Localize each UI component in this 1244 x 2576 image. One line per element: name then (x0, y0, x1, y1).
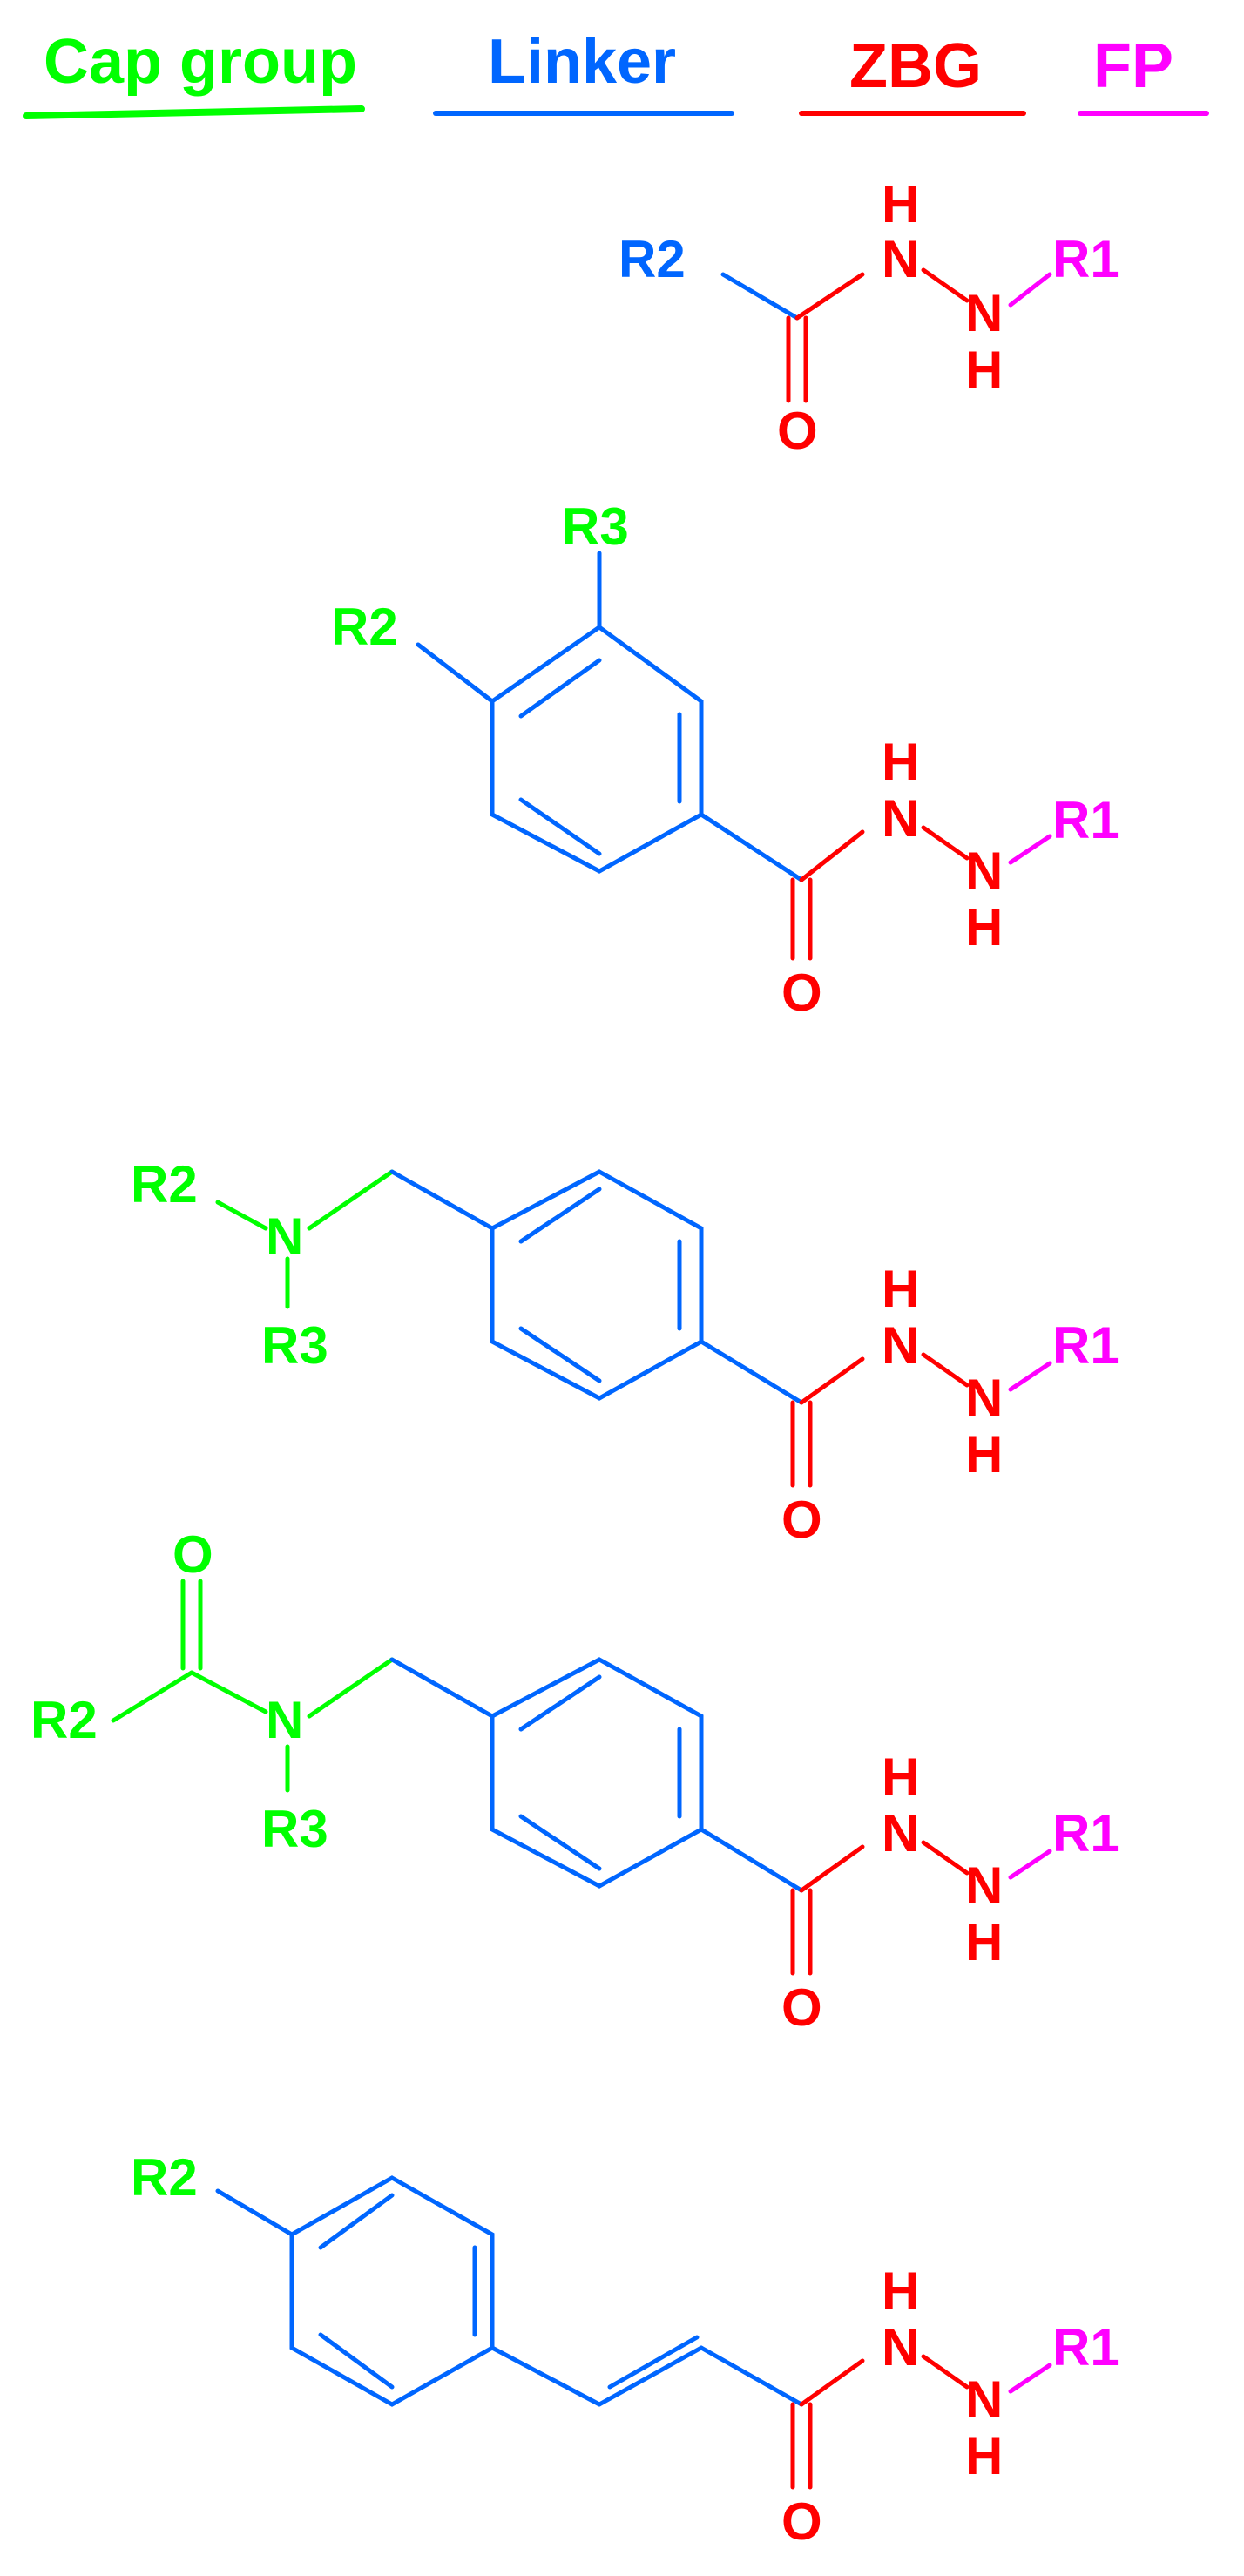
legend: Cap group Linker ZBG FP (23, 27, 1209, 119)
s4-r3-label: R3 (261, 1800, 328, 1858)
structure-3: R2 N R3 O H N N H R1 (131, 1155, 1119, 1549)
structure-1: R2 O H N N H R1 (619, 175, 1119, 460)
structure-5: R2 O H N N H R1 (131, 2148, 1119, 2551)
s2-o-label: O (781, 963, 822, 1022)
s2-h2-label: H (965, 898, 1003, 957)
structure-4: O R2 N R3 O H N N H R1 (30, 1525, 1119, 2037)
s5-r2-label: R2 (131, 2148, 198, 2207)
s4-h2-label: H (965, 1913, 1003, 1971)
legend-fp-label: FP (1093, 31, 1173, 101)
legend-linker-label: Linker (488, 27, 676, 97)
s3-n2-label: N (965, 1369, 1003, 1427)
s5-o-label: O (781, 2492, 822, 2551)
s1-r1-label: R1 (1052, 230, 1119, 288)
s4-n2-label: N (965, 1856, 1003, 1915)
s3-n-label: N (266, 1207, 303, 1266)
s5-h1-label: H (882, 2262, 919, 2320)
s1-n1-label: N (882, 230, 919, 288)
s5-n1-label: N (882, 2318, 919, 2377)
s2-n1-label: N (882, 789, 919, 848)
s3-r2-label: R2 (131, 1155, 198, 1214)
structure-2: R3 R2 O H N N H R1 (331, 497, 1119, 1022)
s4-n-label: N (266, 1691, 303, 1749)
s2-r3-label: R3 (562, 497, 629, 556)
s4-h1-label: H (882, 1748, 919, 1806)
s3-h1-label: H (882, 1260, 919, 1318)
s4-r2-label: R2 (30, 1691, 98, 1749)
s4-r1-label: R1 (1052, 1804, 1119, 1863)
s3-r3-label: R3 (261, 1316, 328, 1375)
legend-zbg-label: ZBG (849, 31, 982, 101)
s1-r2-label: R2 (619, 230, 686, 288)
s1-h1-label: H (882, 175, 919, 233)
s2-r1-label: R1 (1052, 791, 1119, 849)
s3-n1-label: N (882, 1316, 919, 1375)
s2-n2-label: N (965, 842, 1003, 900)
s4-o-label: O (781, 1978, 822, 2037)
s5-h2-label: H (965, 2427, 1003, 2485)
s3-o-label: O (781, 1491, 822, 1549)
s2-h1-label: H (882, 733, 919, 791)
s1-n2-label: N (965, 284, 1003, 342)
s2-r2-label: R2 (331, 598, 398, 656)
s5-n2-label: N (965, 2370, 1003, 2429)
s5-r1-label: R1 (1052, 2318, 1119, 2377)
s1-o-label: O (777, 402, 818, 460)
legend-cap-group-underline (23, 105, 365, 119)
s4-n1-label: N (882, 1804, 919, 1863)
s3-h2-label: H (965, 1425, 1003, 1484)
s3-r1-label: R1 (1052, 1316, 1119, 1375)
legend-cap-group-label: Cap group (44, 27, 357, 97)
s4-o-amide-label: O (172, 1525, 213, 1584)
s1-h2-label: H (965, 341, 1003, 399)
